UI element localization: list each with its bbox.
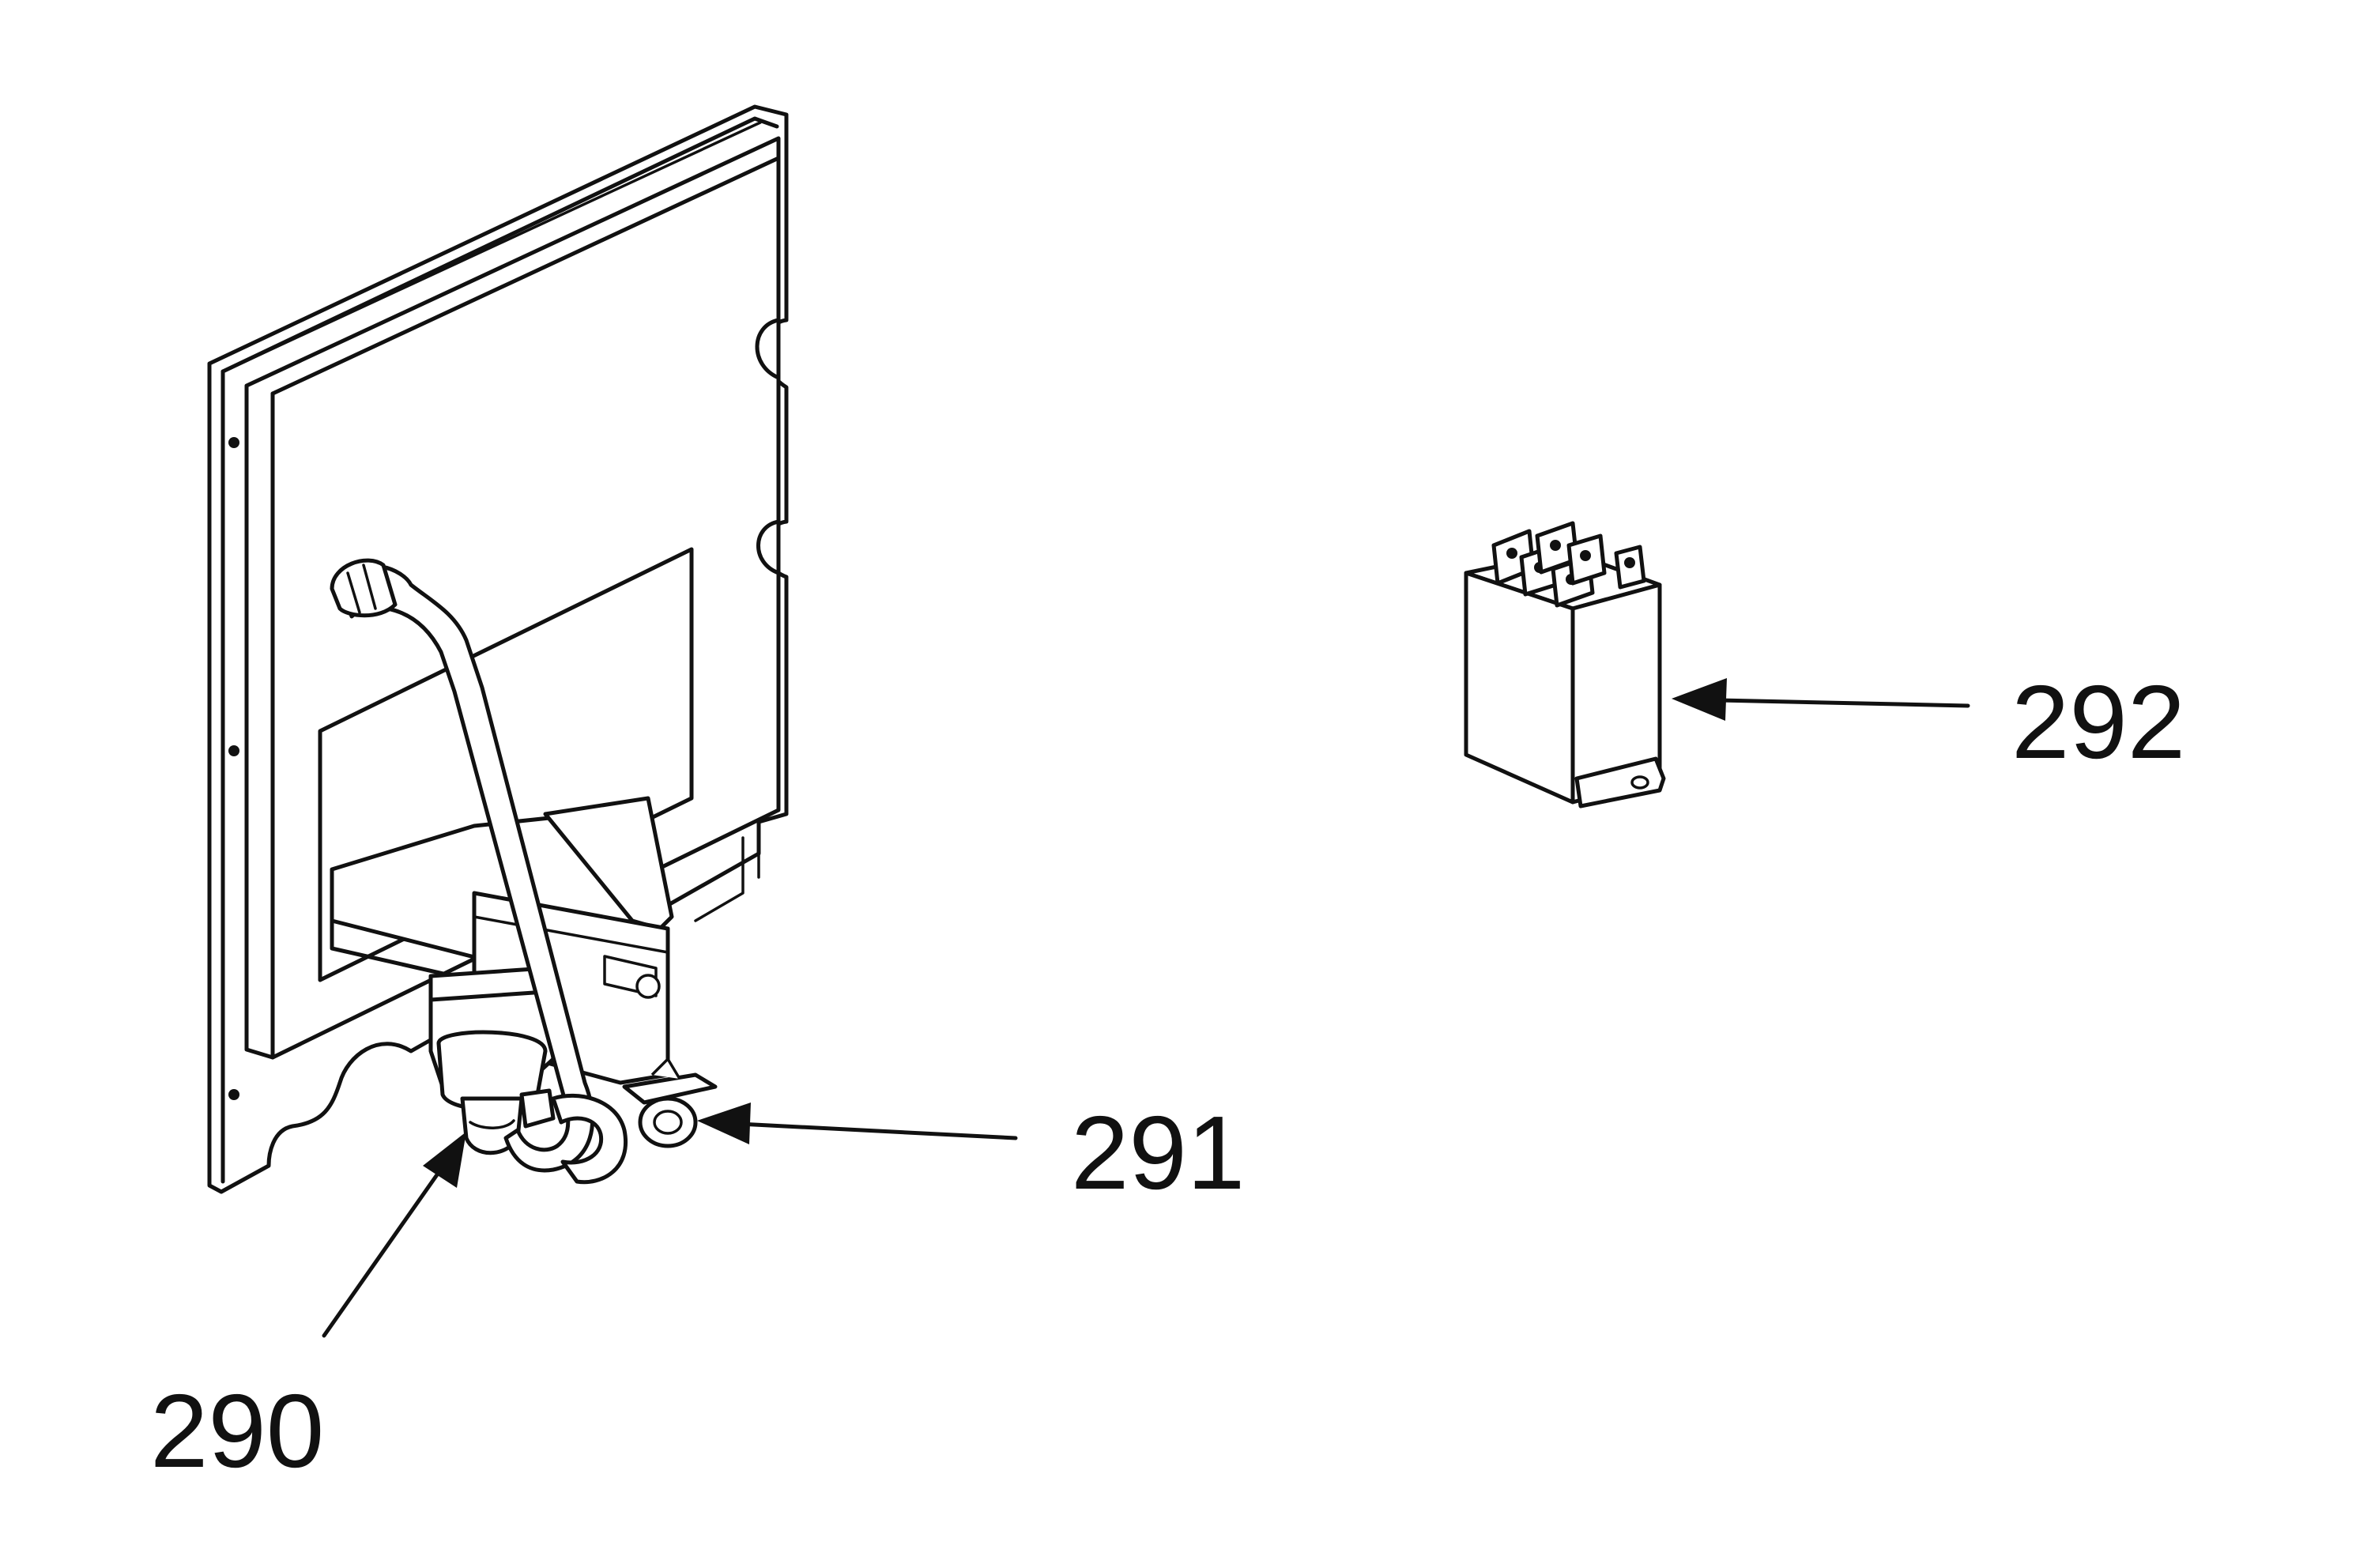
leader-arrow-292 — [1672, 678, 1970, 721]
callout-292: 292 — [2011, 664, 2186, 780]
callout-291: 291 — [1071, 1095, 1246, 1211]
hose-clamp — [622, 1057, 718, 1148]
callout-290: 290 — [150, 1373, 325, 1489]
leader-arrow-290 — [322, 1132, 466, 1338]
drain-pump — [428, 966, 556, 1155]
leader-arrow-291 — [697, 1102, 1018, 1144]
relay — [1464, 521, 1666, 808]
drain-hose — [330, 558, 628, 1185]
